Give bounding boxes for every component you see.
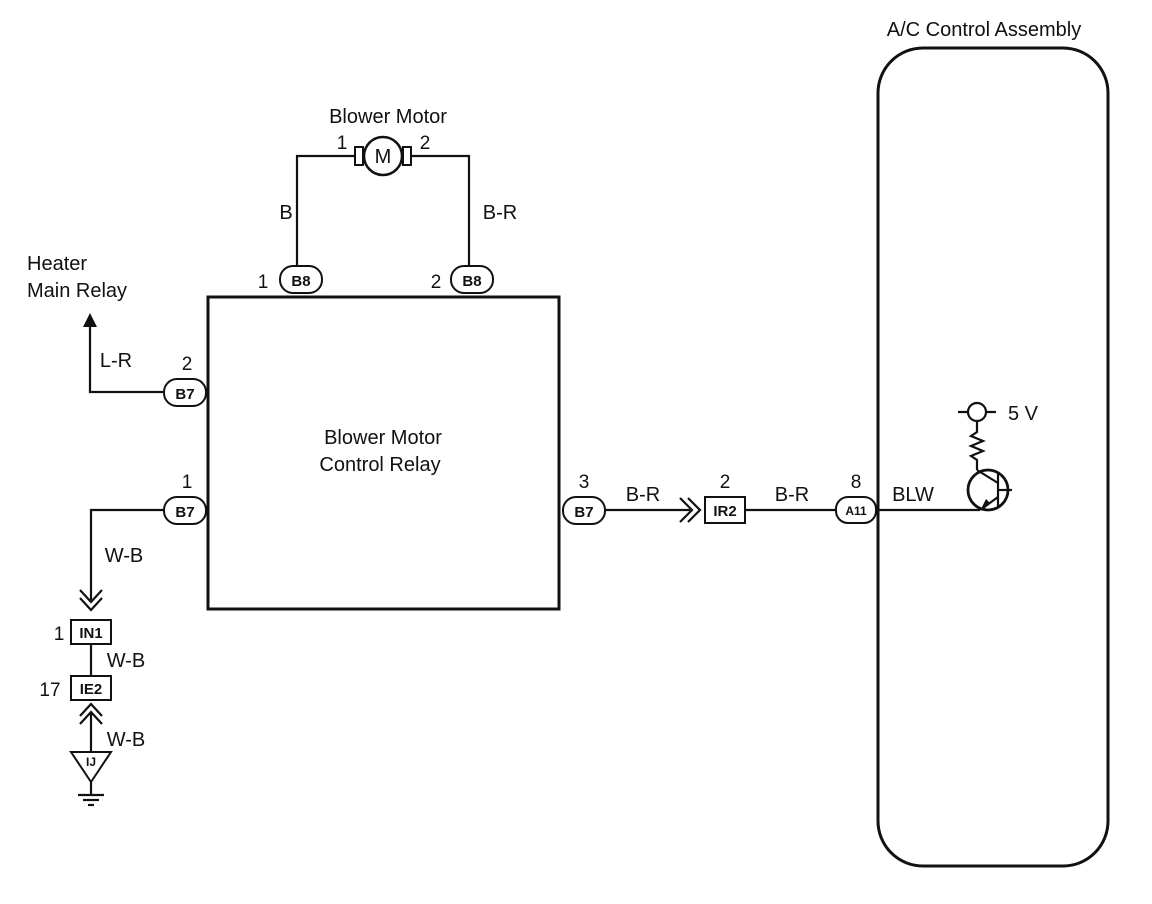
connector-chevron-icon-5: [679, 497, 694, 523]
connector-ie2-pin: 17: [39, 680, 60, 701]
motor-pin-2: 2: [420, 133, 431, 154]
connector-b7-2: [163, 378, 207, 407]
connector-in1-label: IN1: [79, 625, 102, 642]
wire-label-w-b-3: W-B: [107, 729, 146, 751]
wire-b: [295, 154, 355, 265]
connector-b8-2: [450, 265, 494, 294]
wire-label-l-r: L-R: [100, 350, 132, 372]
connector-b7-2-label: B7: [175, 386, 194, 403]
ground-point-ij-label: IJ: [86, 755, 96, 769]
connector-b7-2-pin: 2: [182, 354, 193, 375]
ac-control-title: A/C Control Assembly: [887, 19, 1082, 41]
voltage-label: 5 V: [1008, 403, 1039, 425]
wire-w-b-1: [89, 508, 164, 600]
connector-b8-1-label: B8: [291, 273, 310, 290]
transistor-icon: [966, 468, 1012, 512]
connector-ie2-label: IE2: [80, 681, 103, 698]
wire-label-w-b-1: W-B: [105, 545, 144, 567]
connector-ir2-label: IR2: [713, 503, 736, 520]
connector-a11-pin: 8: [851, 472, 862, 493]
connector-in1-pin: 1: [54, 624, 65, 645]
wire-label-b-r-top: B-R: [483, 202, 517, 224]
wire-l-r: [88, 327, 164, 394]
connector-a11-label: A11: [845, 504, 867, 518]
blower-motor-control-relay: [206, 295, 561, 611]
connector-chevron-icon-6: [687, 497, 702, 523]
ground-icon: [78, 793, 104, 807]
heater-relay-line1: Heater: [27, 253, 87, 275]
motor-m-label: M: [375, 146, 392, 168]
wire-label-b-r-out2: B-R: [775, 484, 809, 506]
heater-relay-line2: Main Relay: [27, 280, 127, 302]
connector-ir2-pin: 2: [720, 472, 731, 493]
connector-b8-1-pin: 1: [258, 272, 269, 293]
relay-label-line1: Blower Motor: [324, 427, 442, 449]
connector-chevron-icon: [79, 589, 103, 604]
wire-b-r-top: [411, 154, 471, 265]
blower-motor-title: Blower Motor: [329, 106, 447, 128]
relay-label-line2: Control Relay: [319, 454, 440, 476]
wire-label-blw: BLW: [892, 484, 934, 506]
connector-chevron-icon-3: [79, 702, 103, 717]
connector-b8-2-pin: 2: [431, 272, 442, 293]
connector-b7-3-label: B7: [574, 504, 593, 521]
resistor-icon: [968, 421, 986, 470]
connector-ie2: [70, 675, 112, 701]
arrow-up-icon: [83, 313, 97, 327]
wire-label-b-r-out1: B-R: [626, 484, 660, 506]
connector-ir2: [704, 496, 746, 524]
connector-b7-3-pin: 3: [579, 472, 590, 493]
connector-b8-2-label: B8: [462, 273, 481, 290]
wire-label-b: B: [279, 202, 292, 224]
connector-b8-1: [279, 265, 323, 294]
motor-pin-1: 1: [337, 133, 348, 154]
connector-b7-1-pin: 1: [182, 472, 193, 493]
ac-control-assembly: [876, 46, 1110, 868]
connector-chevron-icon-2: [79, 597, 103, 612]
wire-label-w-b-2: W-B: [107, 650, 146, 672]
ground-point-ij: [69, 751, 113, 784]
blower-motor-symbol: M: [354, 135, 412, 177]
connector-b7-1-label: B7: [175, 504, 194, 521]
